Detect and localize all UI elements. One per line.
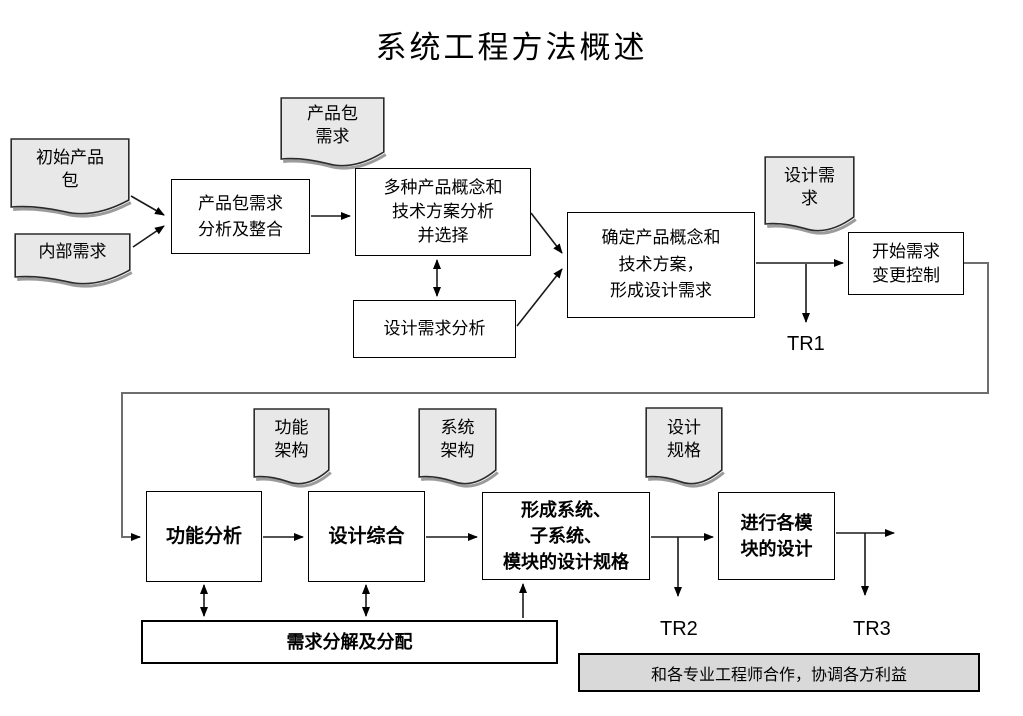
doc-design-req-shape — [764, 156, 857, 235]
doc-design-spec-line1: 设计 — [667, 417, 701, 437]
box-form-specs: 形成系统、 子系统、 模块的设计规格 — [482, 492, 650, 580]
box-func-analysis: 功能分析 — [146, 491, 262, 582]
doc-initial-package: 初始产品 包 — [10, 138, 132, 218]
doc-initial-package-line2: 包 — [61, 171, 79, 190]
arrow-designreqanalysis-to-confirm — [516, 268, 563, 327]
box-change-control: 开始需求 变更控制 — [848, 232, 964, 295]
box-pkg-req-analysis: 产品包需求 分析及整合 — [171, 179, 310, 254]
arrow-multiconcept-to-confirm — [530, 212, 563, 254]
doc-package-req-line1: 产品包 — [307, 103, 358, 123]
label-tr1: TR1 — [787, 333, 825, 355]
doc-func-arch-line1: 功能 — [274, 418, 309, 438]
arrow-initialpkg-to-analysis — [130, 195, 165, 216]
box-confirm-concept: 确定产品概念和 技术方案， 形成设计需求 — [567, 212, 755, 318]
doc-package-req-shape — [280, 97, 387, 170]
box-multi-concept: 多种产品概念和 技术方案分析 并选择 — [355, 168, 531, 256]
box-module-design: 进行各模 块的设计 — [718, 492, 835, 580]
doc-internal-req: 内部需求 — [14, 233, 133, 288]
doc-initial-package-shape — [10, 138, 132, 218]
page-title: 系统工程方法概述 — [375, 30, 648, 65]
doc-package-req-line2: 需求 — [315, 126, 350, 146]
box-collaboration: 和各专业工程师合作，协调各方利益 — [578, 653, 980, 692]
label-tr2: TR2 — [660, 618, 698, 640]
doc-sys-arch-line2: 架构 — [440, 441, 475, 460]
arrow-internalreq-to-analysis — [132, 225, 165, 248]
doc-initial-package-line1: 初始产品 — [36, 148, 104, 168]
box-design-req-analysis: 设计需求分析 — [353, 300, 516, 358]
doc-sys-arch-line1: 系统 — [440, 418, 475, 438]
doc-package-req: 产品包 需求 — [280, 97, 387, 170]
doc-internal-req-line1: 内部需求 — [38, 242, 107, 262]
doc-sys-arch: 系统 架构 — [418, 408, 499, 488]
box-design-synthesis: 设计综合 — [308, 491, 425, 582]
label-tr3: TR3 — [853, 618, 891, 640]
doc-design-spec-line2: 规格 — [667, 440, 701, 460]
doc-func-arch-line2: 架构 — [274, 441, 309, 460]
doc-design-req-line2: 求 — [801, 188, 818, 208]
doc-design-req: 设计需 求 — [764, 156, 857, 235]
doc-func-arch: 功能 架构 — [253, 408, 332, 488]
box-req-decompose: 需求分解及分配 — [141, 620, 558, 664]
doc-design-req-line1: 设计需 — [784, 165, 835, 185]
doc-design-spec: 设计 规格 — [645, 407, 725, 488]
